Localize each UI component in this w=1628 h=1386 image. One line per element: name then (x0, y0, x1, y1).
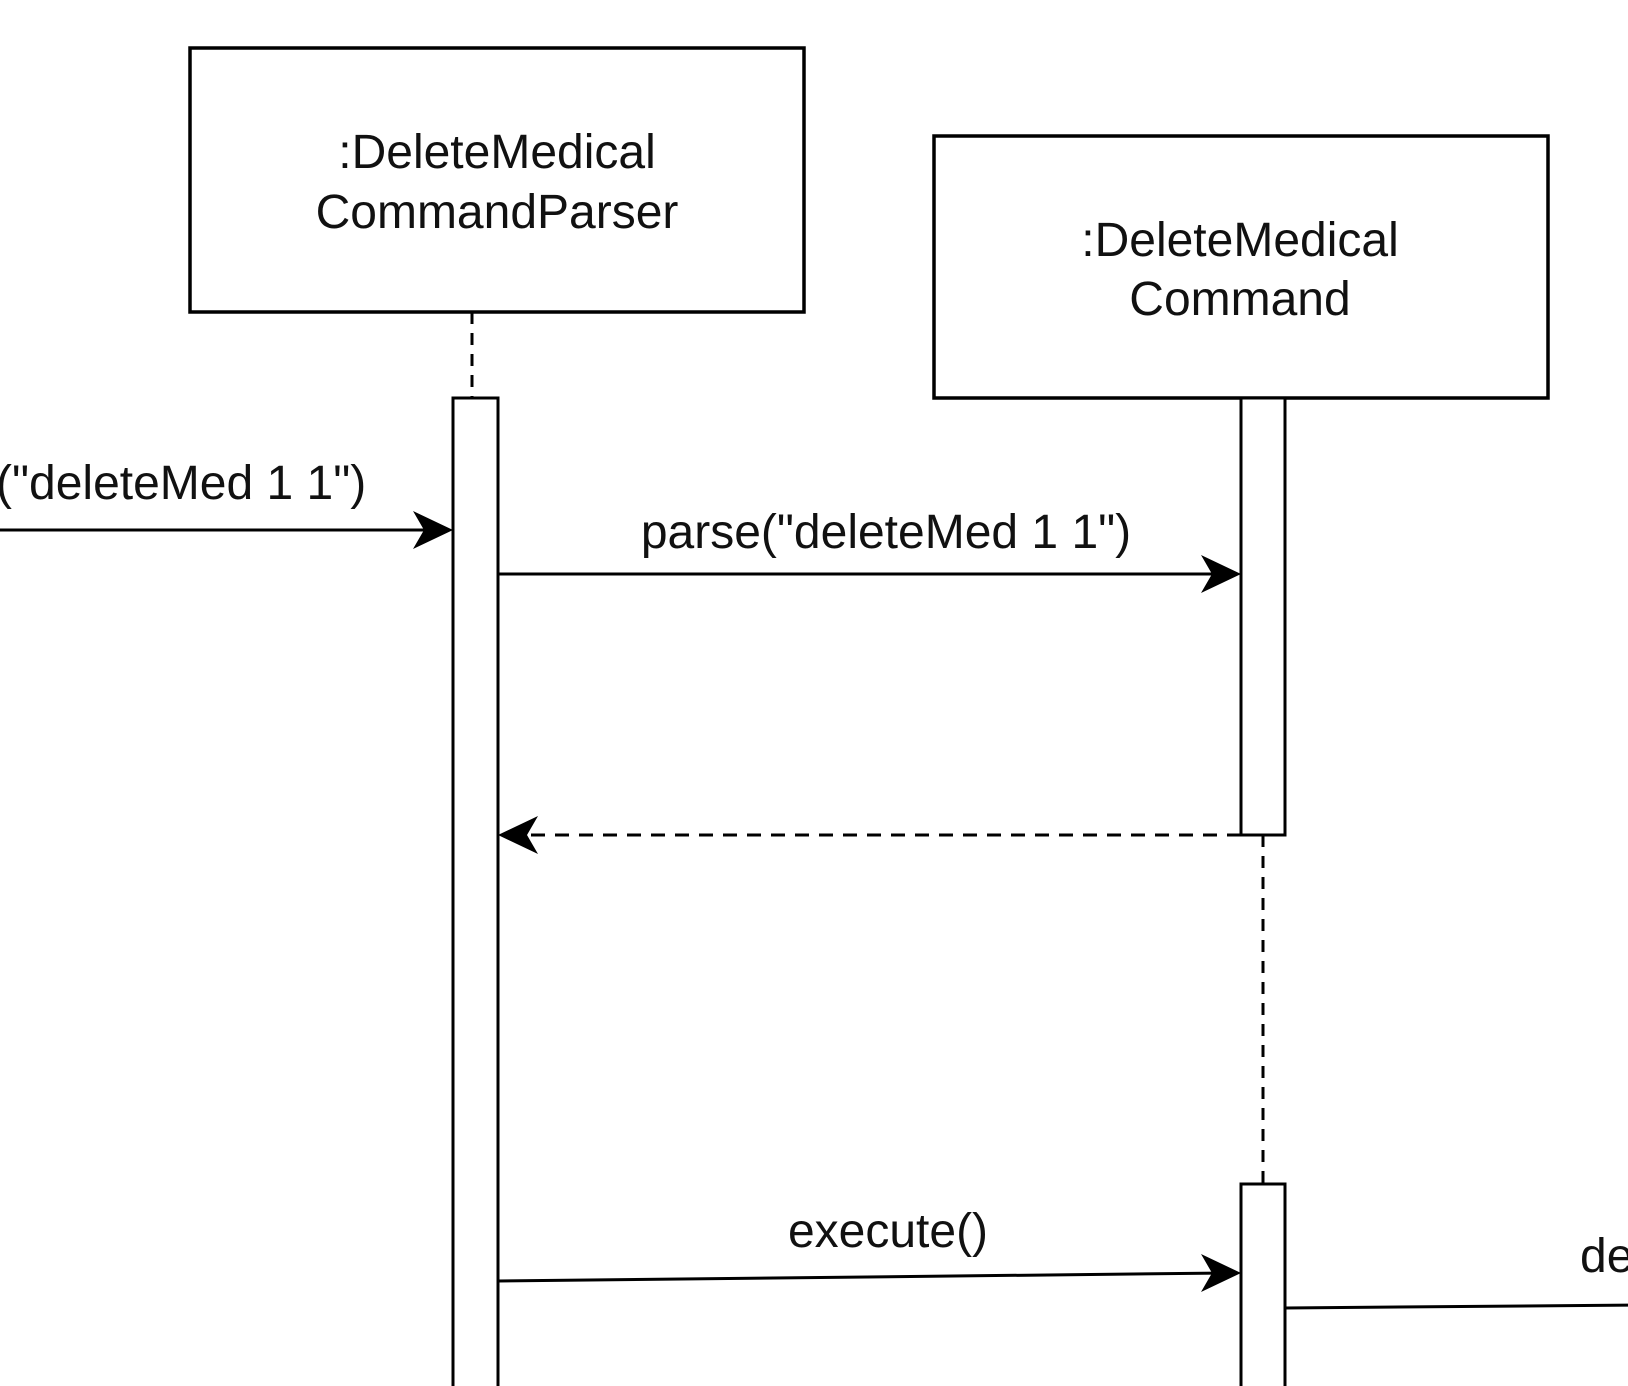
message-execute[interactable]: execute() (497, 1205, 1241, 1292)
message-return[interactable] (498, 816, 1241, 854)
message-parse[interactable]: parse("deleteMed 1 1") (498, 506, 1241, 593)
participant-parser-name-line1: :DeleteMedical (338, 126, 655, 179)
activation-command-execute[interactable] (1239, 1182, 1287, 1386)
participant-parser-box[interactable] (188, 46, 806, 314)
message-outgoing-label: de (1580, 1230, 1628, 1283)
message-outgoing-line (1284, 1303, 1628, 1310)
participant-command[interactable]: :DeleteMedical Command (932, 134, 1550, 400)
participant-command-name-line2: Command (1129, 273, 1350, 326)
participant-parser-name-line2: CommandParser (316, 186, 679, 239)
message-incoming-label: ("deleteMed 1 1") (0, 457, 366, 510)
message-execute-arrowhead (1201, 1254, 1241, 1292)
message-execute-label: execute() (788, 1205, 988, 1258)
participant-parser[interactable]: :DeleteMedical CommandParser (188, 46, 806, 314)
participant-command-name-line1: :DeleteMedical (1081, 214, 1398, 267)
message-incoming[interactable]: ("deleteMed 1 1") (0, 457, 453, 549)
message-outgoing[interactable]: de (1284, 1230, 1628, 1310)
message-parse-arrowhead (1201, 555, 1241, 593)
activation-parser[interactable] (451, 396, 500, 1386)
message-return-arrowhead (498, 816, 538, 854)
message-execute-line (497, 1271, 1229, 1283)
activation-command-parse[interactable] (1239, 396, 1287, 837)
message-parse-label: parse("deleteMed 1 1") (641, 506, 1131, 559)
participant-command-box[interactable] (932, 134, 1550, 400)
message-incoming-arrowhead (413, 511, 453, 549)
